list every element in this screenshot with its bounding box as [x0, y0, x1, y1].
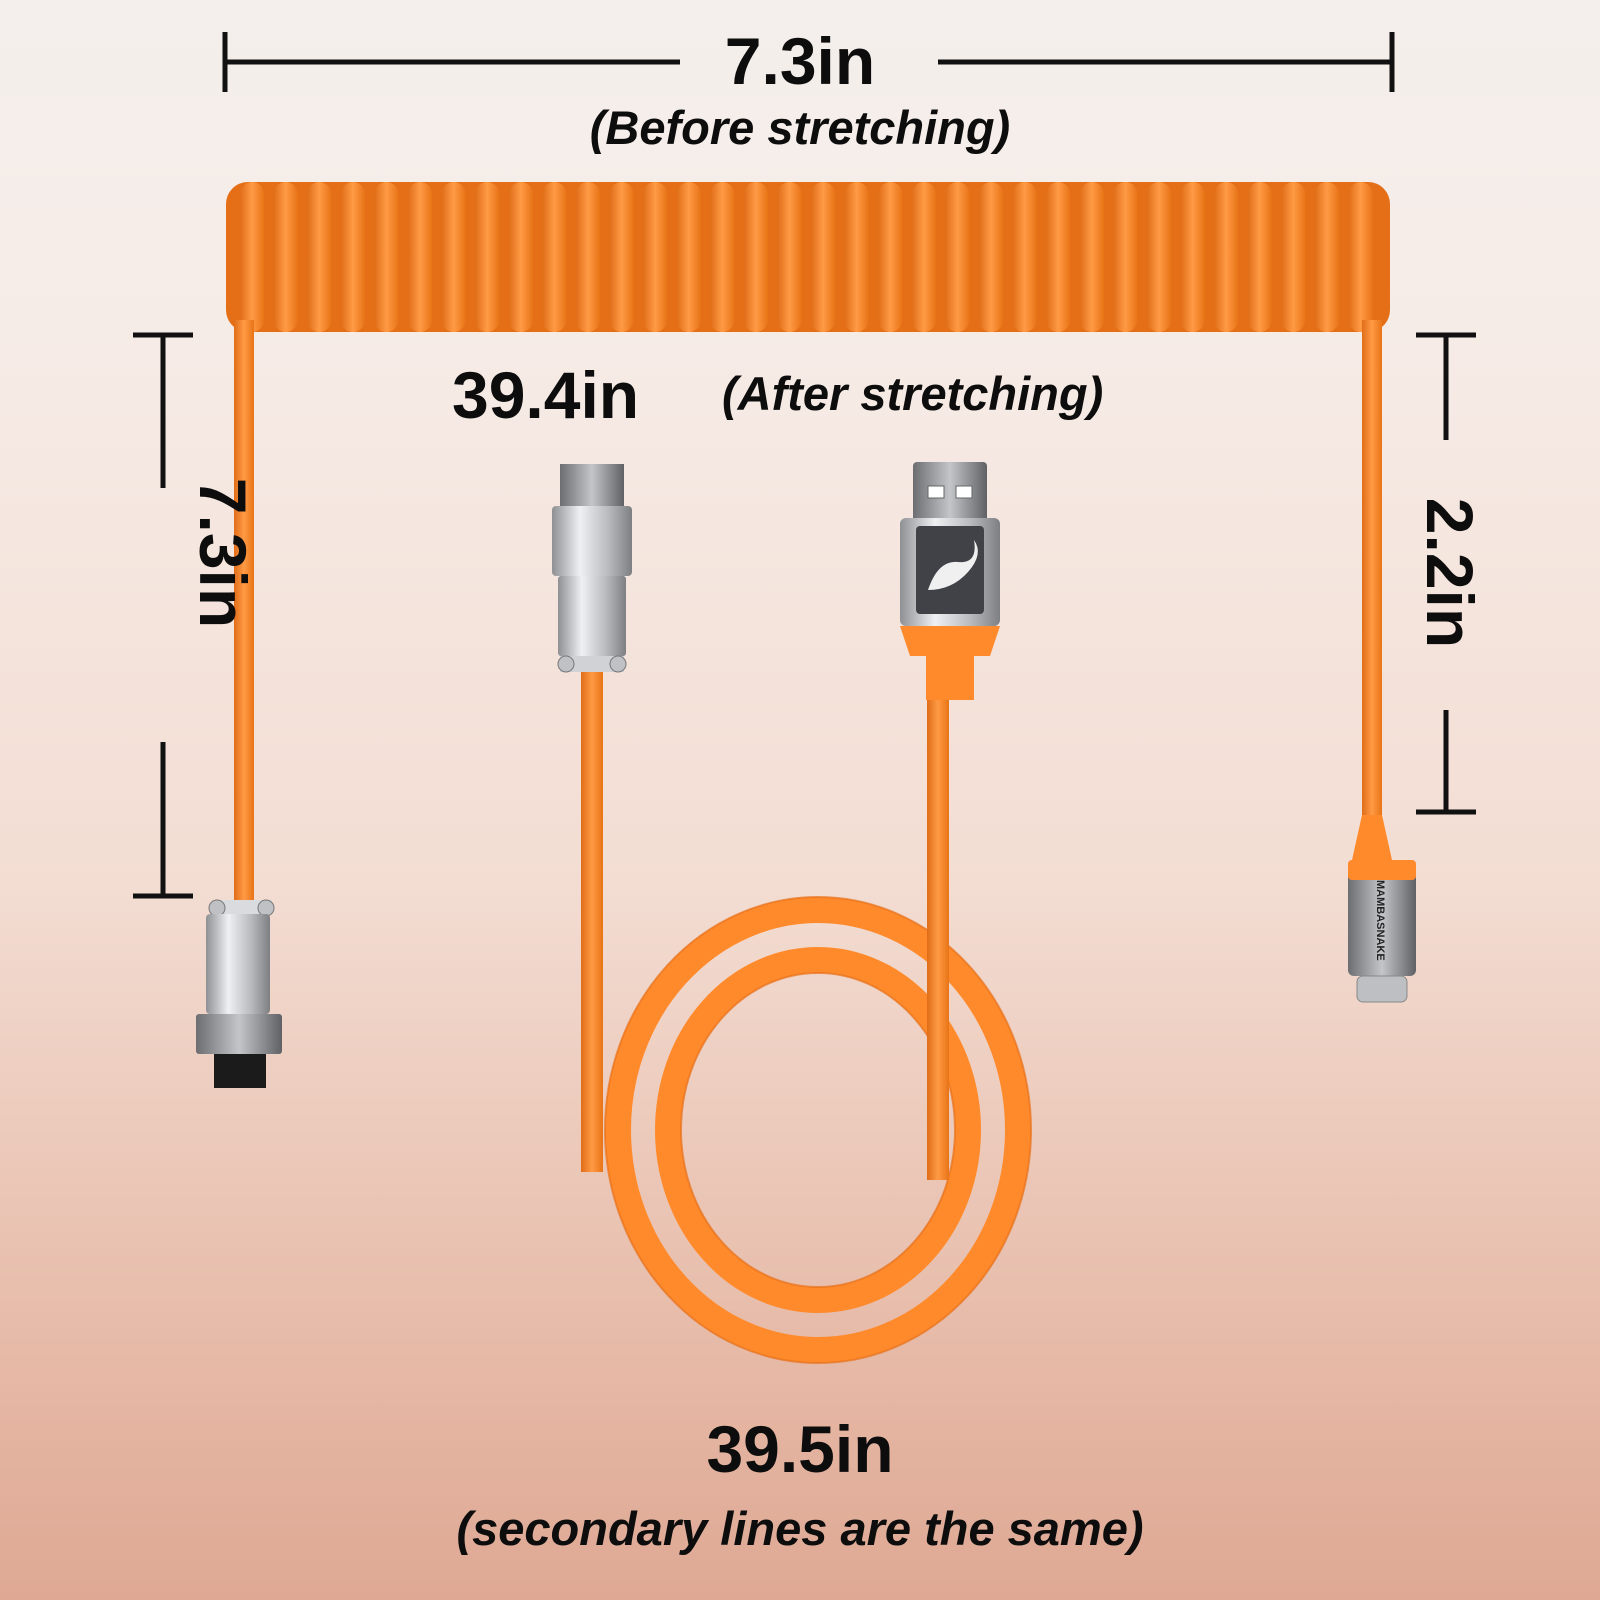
coil-length-before-note: (Before stretching) [589, 101, 1011, 154]
coil-turn [743, 182, 769, 332]
coil-turn [710, 182, 735, 332]
coil-turn [441, 182, 466, 332]
usb-a-connector [900, 462, 1000, 700]
coil-turn [1214, 182, 1239, 332]
coil-turn [676, 182, 701, 332]
straight-cable-left [581, 672, 603, 1172]
coil-turn [811, 182, 836, 332]
right-dimension-line [1416, 332, 1476, 815]
coil-turn [777, 182, 802, 332]
coil-turn [575, 182, 601, 332]
coil-turn [844, 182, 869, 332]
left-dimension-line [133, 332, 193, 899]
coil-turn [878, 182, 903, 332]
left-cable-segment [234, 320, 254, 900]
aviator-connector-straight [552, 464, 632, 673]
coil-turn [1348, 182, 1373, 332]
coil-side-length-label: 7.3in [186, 477, 260, 629]
coil-turn [1113, 182, 1138, 332]
coil-turn [643, 182, 668, 332]
stretched-length-label: 39.4in [452, 358, 640, 432]
cable-loop [605, 897, 1031, 1363]
total-length-label: 39.5in [706, 1412, 894, 1486]
coil-turn [1146, 182, 1172, 332]
right-cable-segment [1362, 320, 1382, 820]
usb-c-connector: MAMBASNAKE [1348, 815, 1416, 1003]
coil-turn [1281, 182, 1306, 332]
coil-turn [1046, 182, 1071, 332]
coil-turn [374, 182, 399, 332]
coil-turn [1079, 182, 1104, 332]
coil-turn [475, 182, 500, 332]
coil-turn [978, 182, 1004, 332]
straight-cable-right [927, 700, 949, 1180]
stretched-length-note: (After stretching) [722, 367, 1104, 420]
coiled-cable-section [226, 182, 1390, 332]
coil-turn [542, 182, 567, 332]
coil-turn [1180, 182, 1205, 332]
coil-turn [1247, 182, 1272, 332]
coil-turn [945, 182, 970, 332]
connector-length-label: 2.2in [1413, 497, 1487, 649]
coil-turn [1012, 182, 1037, 332]
coil-turn [240, 182, 265, 332]
left-aviator-connector [196, 899, 282, 1088]
coil-turn [911, 182, 936, 332]
coil-turn [407, 182, 433, 332]
coil-turn [508, 182, 533, 332]
coil-turn [307, 182, 332, 332]
total-length-note: (secondary lines are the same) [456, 1502, 1144, 1555]
brand-text: MAMBASNAKE [1374, 880, 1386, 961]
coil-turn [340, 182, 365, 332]
top-dimension-line [222, 32, 1395, 92]
coil-turn [1314, 182, 1340, 332]
coil-turn [273, 182, 298, 332]
coil-length-before-label: 7.3in [724, 24, 876, 98]
coil-turn [609, 182, 634, 332]
